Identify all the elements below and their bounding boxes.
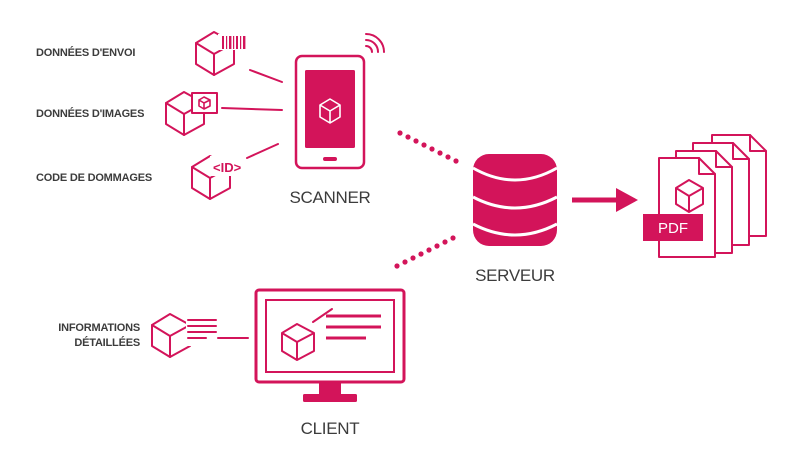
arrow-right-icon bbox=[572, 188, 638, 212]
dotted-link-scanner-server bbox=[397, 130, 459, 164]
label-code-dommages: CODE DE DOMMAGES bbox=[36, 172, 152, 184]
dotted-link-client-server bbox=[394, 235, 456, 269]
mobile-scanner-icon bbox=[294, 54, 366, 170]
label-informations: INFORMATIONS bbox=[58, 322, 140, 334]
id-tag: <ID> bbox=[213, 160, 242, 175]
wireless-signal-icon bbox=[365, 33, 385, 53]
label-detaillees: DÉTAILLÉES bbox=[74, 336, 140, 349]
detailed-info-box-icon bbox=[151, 313, 217, 358]
image-box-icon bbox=[165, 91, 218, 136]
barcode-box-icon bbox=[195, 31, 248, 76]
pdf-tag: PDF bbox=[658, 220, 688, 237]
label-serveur: SERVEUR bbox=[475, 266, 555, 285]
label-client: CLIENT bbox=[301, 419, 360, 438]
label-donnees-envoi: DONNÉES D'ENVOI bbox=[36, 46, 135, 59]
server-database-icon bbox=[472, 154, 558, 246]
label-donnees-images: DONNÉES D'IMAGES bbox=[36, 107, 144, 120]
input-connectors bbox=[221, 69, 283, 159]
id-code-box-icon: <ID> bbox=[191, 155, 248, 200]
label-scanner: SCANNER bbox=[289, 188, 370, 207]
client-monitor-icon bbox=[254, 288, 406, 402]
pdf-documents-icon: PDF bbox=[643, 134, 767, 258]
